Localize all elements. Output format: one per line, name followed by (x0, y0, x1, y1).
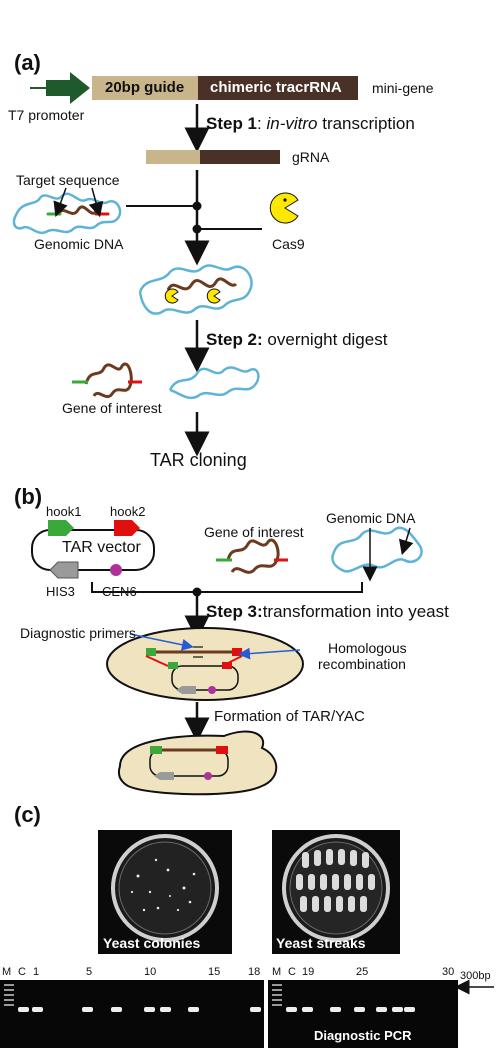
lane-label-m-right: M (272, 966, 282, 978)
tar-vector-loop (31, 529, 155, 571)
colonies-caption: Yeast colonies (103, 935, 201, 951)
size-marker-label: 300bp (460, 970, 491, 982)
lane-label-15: 15 (208, 966, 221, 978)
formation-label: Formation of TAR/YAC (214, 708, 365, 725)
step1-sep: : (257, 114, 267, 133)
gel-caption: Diagnostic PCR (314, 1028, 412, 1043)
colonies-plate-svg (111, 834, 219, 942)
tracr-segment (198, 76, 358, 100)
hook1-label: hook1 (46, 504, 82, 519)
goi-label-b: Gene of interest (204, 524, 304, 540)
step3-text: Step 3:transformation into yeast (206, 602, 449, 622)
genomic-dna-blob-b (331, 526, 423, 573)
hook2-label: hook2 (110, 504, 146, 519)
panel-c-label: (c) (14, 802, 41, 827)
step3-bold: Step 3: (206, 602, 263, 621)
tar-cloning-label: TAR cloning (150, 450, 247, 470)
tracr-label: chimeric tracrRNA (210, 79, 342, 96)
step2-text: Step 2: overnight digest (206, 330, 387, 350)
t7-promoter-arrow-icon (46, 72, 90, 104)
lane-label-30: 30 (442, 966, 455, 978)
cen6-icon (110, 564, 122, 576)
step2-bold: Step 2: (206, 330, 263, 349)
lane-label-5: 5 (86, 966, 93, 978)
panel-a-label: (a) (14, 50, 41, 75)
step2-rest: overnight digest (262, 330, 388, 349)
goi-label-a: Gene of interest (62, 400, 162, 416)
guide-label: 20bp guide (105, 79, 185, 96)
his3-icon (49, 561, 79, 579)
hook2-icon (114, 520, 140, 536)
cas9-icon (269, 192, 299, 224)
hook1-icon (48, 520, 74, 536)
cen6-label: CEN6 (102, 584, 137, 599)
minigene-label: mini-gene (372, 80, 434, 96)
yeast-cell-tar-yac (118, 730, 278, 796)
streaks-plate-svg (282, 834, 390, 942)
recombination-label: recombination (318, 656, 406, 672)
lane-label-18: 18 (248, 966, 261, 978)
cas9-label: Cas9 (272, 236, 305, 252)
grna-guide-segment (146, 150, 200, 164)
genomic-dna-blob (12, 192, 122, 235)
lane-label-1: 1 (33, 966, 40, 978)
lane-label-c-left: C (18, 966, 26, 978)
goi-blob-b (216, 538, 288, 574)
his3-label: HIS3 (46, 584, 75, 599)
lane-label-m-left: M (2, 966, 12, 978)
yeast-streaks-photo: Yeast streaks (272, 830, 400, 954)
tar-vector-label: TAR vector (62, 539, 141, 556)
lane-label-c-right: C (288, 966, 296, 978)
yeast-colonies-photo: Yeast colonies (98, 830, 232, 954)
digest-gene-of-interest (72, 362, 142, 399)
target-sequence-label: Target sequence (16, 172, 120, 188)
yeast-cell-recombination (106, 627, 304, 701)
step1-text: Step 1: in-vitro transcription (206, 114, 415, 134)
step3-rest: transformation into yeast (262, 602, 449, 621)
lane-label-25: 25 (356, 966, 369, 978)
genomic-label-b: Genomic DNA (326, 510, 416, 526)
panel-b-label: (b) (14, 484, 43, 509)
gel-left-bands (4, 984, 261, 1012)
genomic-dna-label: Genomic DNA (34, 236, 124, 252)
grna-label: gRNA (292, 149, 330, 165)
cas9-dna-complex (138, 264, 253, 315)
digest-genomic-fragments (168, 366, 260, 400)
gel-left (0, 980, 264, 1048)
gel-right: Diagnostic PCR (268, 980, 458, 1048)
grna-tracr-segment (200, 150, 280, 164)
guide-segment (92, 76, 198, 100)
step1-bold: Step 1 (206, 114, 258, 133)
gel-right-bands (272, 984, 415, 1012)
diagnostic-primers-label: Diagnostic primers (20, 625, 136, 641)
lane-label-19: 19 (302, 966, 315, 978)
step1-italic: in-vitro (266, 114, 318, 133)
step1-rest: transcription (317, 114, 415, 133)
homologous-label: Homologous (328, 640, 407, 656)
streaks-caption: Yeast streaks (276, 935, 366, 951)
t7-promoter-label: T7 promoter (8, 107, 85, 123)
lane-label-10: 10 (144, 966, 157, 978)
